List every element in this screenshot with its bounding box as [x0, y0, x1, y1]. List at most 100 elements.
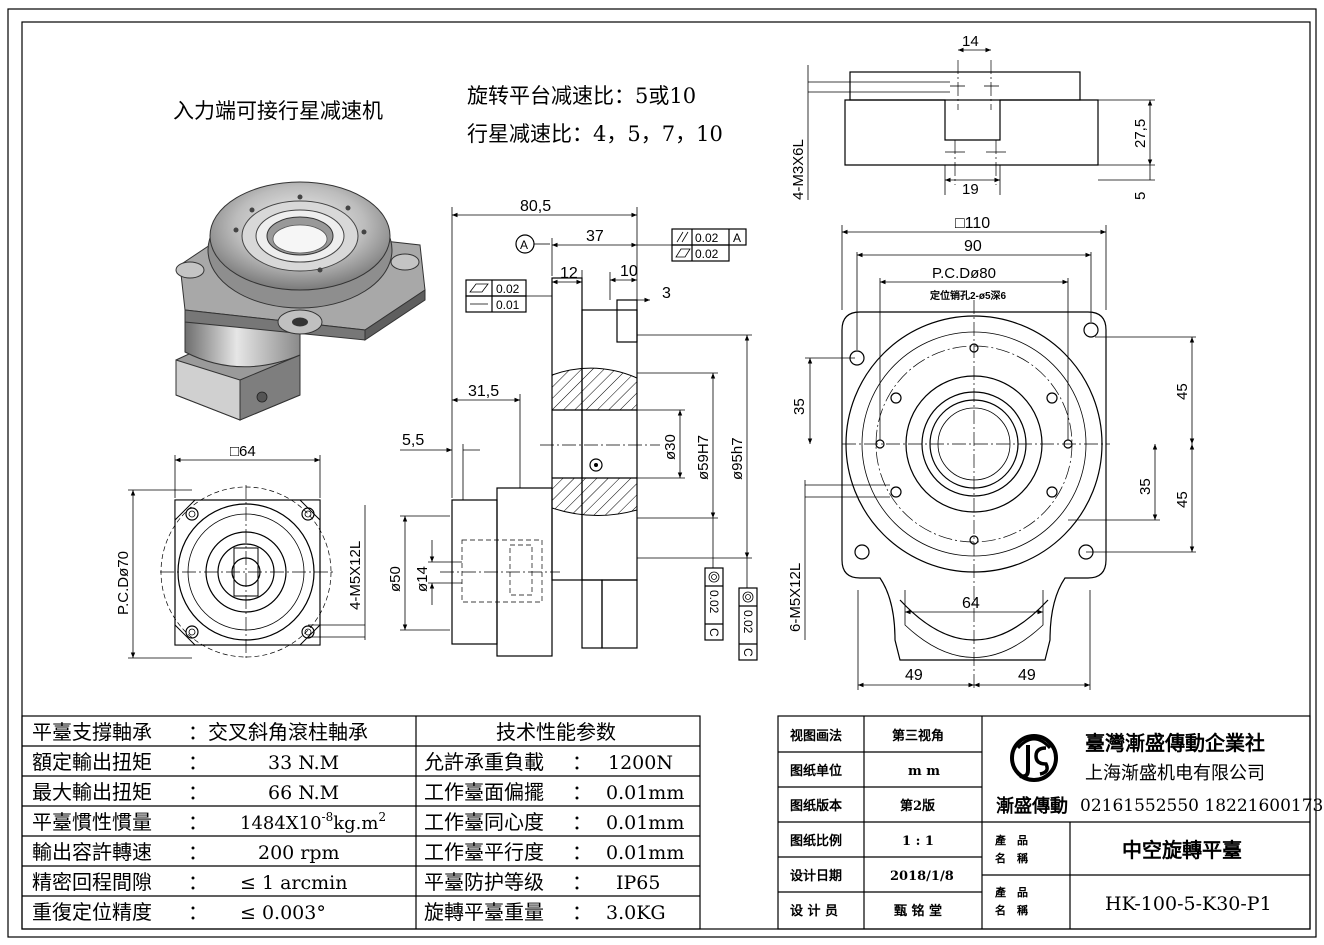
spec-left-label-4: 輸出容許轉速 — [32, 840, 152, 864]
svg-text:：: ： — [572, 870, 592, 894]
spec-left-value-1: 33 N.M — [268, 752, 339, 774]
tb-value-0: 第三视角 — [892, 728, 944, 744]
svg-text:0.02: 0.02 — [695, 231, 719, 245]
dim-side-10: 10 — [620, 263, 638, 280]
dim-front-110: □110 — [955, 215, 990, 232]
svg-text:：: ： — [188, 780, 208, 804]
svg-text:：: ： — [572, 900, 592, 924]
spec-left-value-4: 200 rpm — [258, 842, 340, 864]
tb-label-0: 视图画法 — [790, 728, 842, 744]
svg-text:C: C — [707, 628, 721, 637]
spec-right-value-0: 1200N — [608, 752, 673, 774]
tb-value-1: m m — [908, 764, 940, 779]
svg-text:0.02: 0.02 — [695, 247, 719, 261]
spec-right-value-1: 0.01mm — [606, 782, 684, 804]
dim-side-12: 12 — [560, 265, 578, 282]
svg-text:C: C — [741, 648, 755, 657]
dim-top-19: 19 — [962, 181, 979, 198]
tb-label-4: 设计日期 — [790, 868, 842, 884]
tb-label-3: 图纸比例 — [790, 833, 842, 849]
dim-flange-pcd70: P.C.Dø70 — [115, 551, 132, 615]
dim-front-35b: 35 — [1137, 478, 1154, 495]
dim-front-pin: 定位销孔2-ø5深6 — [930, 289, 1007, 302]
outer-frame — [7, 8, 1317, 938]
gdt-parallel-frame: 0.02 A 0.02 — [637, 228, 747, 262]
company-name-sh: 上海渐盛机电有限公司 — [1085, 763, 1265, 784]
dim-side-31-5: 31,5 — [468, 383, 499, 400]
svg-text:0.02: 0.02 — [741, 610, 755, 634]
gdt-concentricity-frame-1: 0.02 C — [704, 567, 724, 641]
gdt-flatness-frame: 0.02 0.01 — [465, 279, 552, 313]
spec-left-value-6: ≤ 0.003° — [240, 902, 326, 924]
spec-right-label-4: 平臺防护等级 — [424, 870, 544, 894]
side-section-view: 80,5 37 A 12 10 3 31,5 5,5 ø50 — [387, 198, 758, 661]
svg-text:：: ： — [188, 750, 208, 774]
svg-text:產 品: 產 品 — [994, 885, 1028, 899]
tb-label-5: 设 计 员 — [790, 903, 838, 919]
spec-right-label-0: 允許承重負載 — [424, 750, 544, 774]
spec-left-label-5: 精密回程間隙 — [32, 870, 152, 894]
svg-text:0.01: 0.01 — [496, 298, 520, 312]
dim-side-d50: ø50 — [387, 566, 404, 592]
dim-front-35a: 35 — [791, 398, 808, 415]
spec-right-label-1: 工作臺面偏擺 — [424, 780, 544, 804]
title-block: 视图画法 第三视角 图纸单位 m m 图纸版本 第2版 图纸比例 1 : 1 设… — [777, 715, 1323, 930]
spec-right-value-2: 0.01mm — [606, 812, 684, 834]
dim-side-d59: ø59H7 — [695, 435, 712, 480]
spec-right-value-5: 3.0KG — [606, 902, 666, 924]
dim-flange-64: □64 — [230, 443, 256, 460]
dim-side-d14: ø14 — [414, 566, 431, 592]
front-view: □110 90 P.C.Dø80 定位销孔2-ø5深6 35 45 35 45 … — [787, 215, 1196, 690]
spec-left-value-5: ≤ 1 arcmin — [240, 872, 347, 894]
svg-text:0.02: 0.02 — [496, 282, 520, 296]
spec-left-label-6: 重復定位精度 — [32, 900, 152, 924]
dim-side-80-5: 80,5 — [520, 198, 551, 215]
spec-right-header: 技术性能参数 — [496, 720, 616, 744]
spec-right-value-4: IP65 — [616, 872, 660, 894]
svg-text:：: ： — [188, 840, 208, 864]
company-brand: 漸盛傳動 — [996, 795, 1068, 817]
svg-text:：: ： — [572, 810, 592, 834]
spec-table: 平臺支撐軸承 ： 交叉斜角滾柱軸承 額定輸出扭矩 ： 33 N.M 最大輸出扭矩… — [21, 715, 701, 930]
dim-side-3: 3 — [662, 285, 671, 302]
svg-text:：: ： — [188, 900, 208, 924]
spec-left-value-0: 交叉斜角滾柱軸承 — [208, 720, 368, 744]
svg-text:：: ： — [188, 870, 208, 894]
tb-value-5: 甄 铭 堂 — [894, 903, 942, 919]
company-name-tw: 臺灣漸盛傳動企業社 — [1085, 731, 1265, 755]
dim-front-49a: 49 — [905, 667, 923, 684]
spec-right-label-5: 旋轉平臺重量 — [424, 900, 544, 924]
company-logo-icon — [1010, 734, 1058, 782]
svg-text:：: ： — [188, 720, 208, 744]
dim-top-5: 5 — [1132, 192, 1149, 200]
dim-front-45a: 45 — [1174, 383, 1191, 400]
spec-left-label-3: 平臺慣性慣量 — [32, 810, 152, 834]
dim-front-64: 64 — [962, 595, 980, 612]
spec-left-label-2: 最大輸出扭矩 — [32, 780, 152, 804]
dim-front-pcd80: P.C.Dø80 — [932, 265, 996, 282]
product-name: 中空旋轉平臺 — [1122, 838, 1242, 862]
spec-right-label-3: 工作臺平行度 — [424, 840, 544, 864]
svg-text:A: A — [733, 231, 741, 245]
input-flange-view: □64 P.C.Dø70 4-M5X12L — [115, 443, 366, 660]
svg-text:：: ： — [572, 840, 592, 864]
svg-text:：: ： — [572, 780, 592, 804]
dim-front-45b: 45 — [1174, 491, 1191, 508]
tb-label-2: 图纸版本 — [790, 798, 842, 814]
dim-top-thread: 4-M3X6L — [790, 139, 807, 200]
dim-front-thread: 6-M5X12L — [787, 563, 804, 632]
spec-right-value-3: 0.01mm — [606, 842, 684, 864]
note-rotary-ratio: 旋转平台减速比：5或10 — [467, 84, 696, 108]
note-planetary-ratio: 行星减速比：4，5，7，10 — [467, 122, 723, 146]
spec-left-label-0: 平臺支撐軸承 — [32, 720, 152, 744]
tb-value-3: 1 : 1 — [902, 834, 934, 849]
dim-side-d95: ø95h7 — [729, 437, 746, 480]
dim-flange-thread: 4-M5X12L — [347, 541, 364, 610]
company-phone: 02161552550 18221600173 — [1080, 796, 1323, 816]
spec-left-value-3: 1484X10-8kg.m2 — [240, 810, 386, 834]
spec-left-label-1: 額定輸出扭矩 — [32, 750, 152, 774]
dim-front-49b: 49 — [1018, 667, 1036, 684]
dim-side-5-5: 5,5 — [402, 432, 424, 449]
spec-left-value-2: 66 N.M — [268, 782, 339, 804]
